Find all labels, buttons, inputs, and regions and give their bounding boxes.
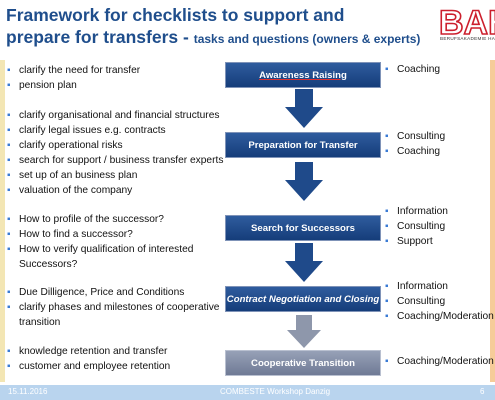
bah-logo: BAH [438, 3, 495, 43]
support-item: Coaching/Moderation [384, 354, 495, 369]
task-item: customer and employee retention [6, 359, 226, 374]
footer-event: COMBESTE Workshop Danzig [220, 387, 331, 396]
stage-label: Contract Negotiation and Closing [226, 293, 380, 305]
task-item: set up of an business plan [6, 168, 231, 183]
down-arrow-icon [285, 89, 323, 128]
task-item: How to profile of the successor? [6, 212, 226, 227]
stage-cooperative-transition: Cooperative Transition [225, 350, 381, 376]
support-item: Coaching/Moderation [384, 309, 495, 324]
support-cooperative: Coaching/Moderation [384, 354, 495, 369]
task-item: knowledge retention and transfer [6, 344, 226, 359]
tasks-preparation: clarify organisational and financial str… [6, 108, 231, 198]
tasks-contract: Due Dilligence, Price and Conditions cla… [6, 285, 228, 330]
task-item: Due Dilligence, Price and Conditions [6, 285, 228, 300]
support-item: Support [384, 234, 494, 249]
slide-title: Framework for checklists to support and … [6, 4, 436, 50]
page-number: 6 [480, 387, 485, 396]
task-item: search for support / business transfer e… [6, 153, 231, 168]
footer-date: 15.11.2016 [8, 387, 48, 396]
footer-bar: 15.11.2016 COMBESTE Workshop Danzig 6 [0, 385, 495, 400]
title-line-2: prepare for transfers - [6, 27, 194, 47]
logo-caption: BERUFSAKADEMIE HAMBURG [440, 36, 495, 41]
support-item: Consulting [384, 219, 494, 234]
stage-contract-negotiation-and-closing: Contract Negotiation and Closing [225, 286, 381, 312]
stage-label: Awareness Raising [259, 69, 347, 81]
support-item: Information [384, 279, 495, 294]
task-item: clarify legal issues e.g. contracts [6, 123, 231, 138]
down-arrow-icon [285, 243, 323, 282]
stage-label: Preparation for Transfer [248, 139, 358, 151]
task-item: clarify phases and milestones of coopera… [6, 300, 228, 330]
task-item: valuation of the company [6, 183, 231, 198]
tasks-cooperative: knowledge retention and transfer custome… [6, 344, 226, 374]
stage-label: Search for Successors [251, 222, 355, 234]
support-item: Coaching [384, 62, 494, 77]
task-item: clarify the need for transfer [6, 63, 226, 78]
support-item: Consulting [384, 129, 494, 144]
stage-awareness-raising: Awareness Raising [225, 62, 381, 88]
support-item: Consulting [384, 294, 495, 309]
stage-preparation-for-transfer: Preparation for Transfer [225, 132, 381, 158]
title-line-1: Framework for checklists to support and [6, 5, 345, 25]
task-item: How to verify qualification of intereste… [6, 242, 226, 272]
support-item: Coaching [384, 144, 494, 159]
logo-letters: BAH [439, 4, 495, 42]
task-item: clarify organisational and financial str… [6, 108, 231, 123]
left-accent-stripe [0, 60, 5, 382]
task-item: How to find a successor? [6, 227, 226, 242]
support-awareness: Coaching [384, 62, 494, 77]
task-item: clarify operational risks [6, 138, 231, 153]
support-contract: Information Consulting Coaching/Moderati… [384, 279, 495, 324]
stage-label: Cooperative Transition [251, 357, 355, 369]
tasks-awareness: clarify the need for transfer pension pl… [6, 63, 226, 93]
tasks-search: How to profile of the successor? How to … [6, 212, 226, 272]
support-preparation: Consulting Coaching [384, 129, 494, 159]
task-item: pension plan [6, 78, 226, 93]
down-arrow-icon [287, 315, 321, 348]
support-search: Information Consulting Support [384, 204, 494, 249]
down-arrow-icon [285, 162, 323, 201]
support-item: Information [384, 204, 494, 219]
stage-search-for-successors: Search for Successors [225, 215, 381, 241]
title-subtitle: tasks and questions (owners & experts) [193, 32, 421, 46]
